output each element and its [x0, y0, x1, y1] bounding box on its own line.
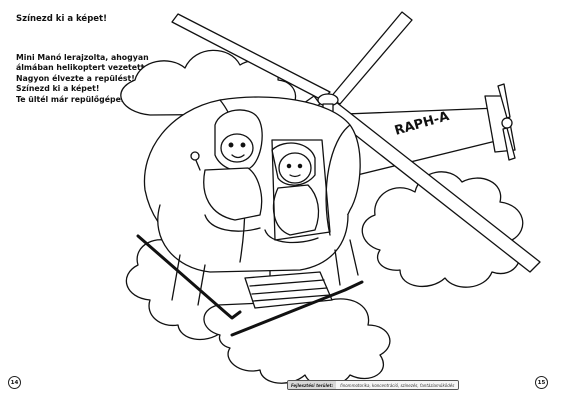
footer-text: finommotorika, koncentráció, színezés, f…: [336, 381, 459, 389]
footer-label: Fejlesztési terület: finommotorika, konc…: [287, 380, 460, 390]
page-title: Színezd ki a képet!: [16, 14, 107, 24]
story-line: Színezd ki a képet!: [16, 84, 100, 94]
footer-tag: Fejlesztési terület:: [288, 381, 337, 389]
story-line: Mini Manó lerajzolta, ahogyan: [16, 53, 149, 62]
cloud-bottom: [203, 298, 391, 387]
page-number-left: 14: [8, 376, 21, 389]
boarding-step: [244, 271, 333, 309]
seat: [271, 139, 331, 241]
cloud-right: [361, 171, 524, 288]
story-line: álmában helikoptert vezetett.: [16, 63, 148, 73]
landing-skids: [136, 234, 364, 337]
pilot-figure: [190, 109, 263, 232]
story-line: Te ültél már repülőgépen?: [16, 94, 131, 104]
story-line: Nagyon élvezte a repülést!: [16, 73, 135, 83]
child-figure: [264, 142, 320, 244]
page-number-right: 15: [535, 376, 548, 389]
story-text: Mini Manó lerajzolta, ahogyan álmában he…: [16, 53, 149, 105]
